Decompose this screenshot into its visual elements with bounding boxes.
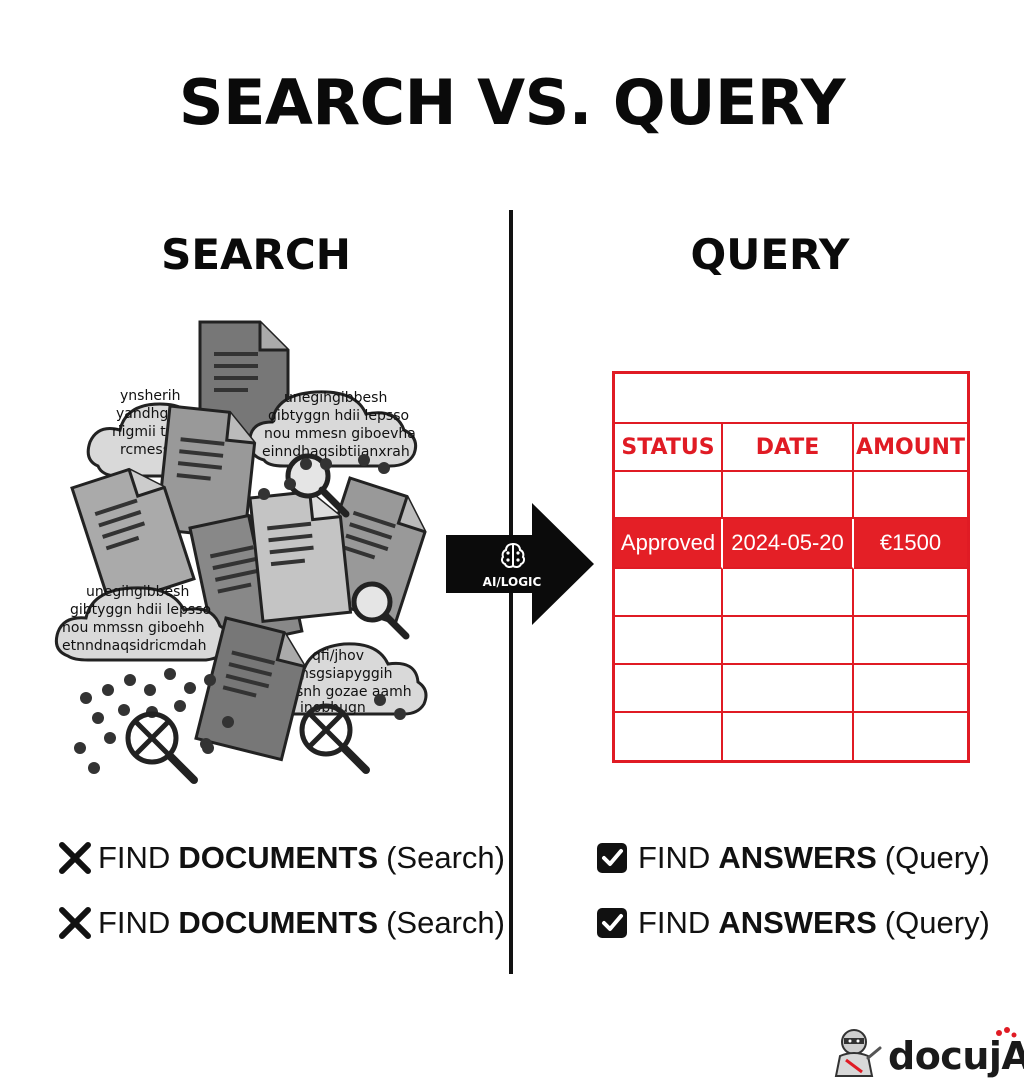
- scattered-dots: [74, 454, 406, 774]
- bullet-prefix: FIND: [98, 905, 171, 940]
- bullet-emphasis: ANSWERS: [718, 840, 877, 875]
- bullet-prefix: FIND: [638, 840, 711, 875]
- magnifier-icon: [285, 453, 350, 518]
- table-cell: [723, 569, 854, 617]
- crossed-magnifier-icon: [299, 703, 370, 774]
- cloud-3-line-3: nou mmssn giboehh: [62, 620, 205, 636]
- cloud-1-line-1: ynsherih: [120, 388, 180, 404]
- ninja-mascot-icon: [834, 1029, 882, 1077]
- brain-icon: [500, 542, 526, 569]
- checkbox-icon: [597, 843, 627, 873]
- table-cell: [854, 665, 967, 713]
- bullet-suffix: (Query): [884, 905, 990, 940]
- highlighted-cell-status: Approved: [615, 519, 723, 569]
- cloud-2-line-2: gibtyggn hdii lepsso: [268, 408, 409, 424]
- document-icon: [248, 490, 353, 623]
- table-cell: [854, 617, 967, 665]
- table-cell: [723, 472, 854, 519]
- table-cell: [615, 569, 723, 617]
- table-cell: [615, 665, 723, 713]
- column-header-amount: AMOUNT: [854, 424, 967, 472]
- bullet-prefix: FIND: [98, 840, 171, 875]
- bullet-suffix: (Search): [386, 840, 505, 875]
- cloud-4-line-3: snh gozae aamh: [296, 684, 412, 700]
- bullet-emphasis: DOCUMENTS: [178, 905, 379, 940]
- bullet-emphasis: DOCUMENTS: [178, 840, 379, 875]
- table-cell: [615, 472, 723, 519]
- table-cell: [723, 713, 854, 760]
- query-heading: QUERY: [690, 230, 850, 279]
- query-result-table: STATUS DATE AMOUNT Approved 2024-05-20 €…: [612, 371, 970, 763]
- cloud-2-line-4: einndhaqsibtiianxrah: [262, 444, 410, 460]
- search-heading: SEARCH: [161, 230, 351, 279]
- table-title-row: [615, 374, 967, 424]
- search-bullet-2: FIND DOCUMENTS (Search): [58, 905, 505, 941]
- document-icon: [155, 404, 257, 541]
- page-title: SEARCH VS. QUERY: [178, 66, 846, 139]
- cloud-4-line-1: qfi/jhov: [312, 648, 364, 664]
- table-cell: [615, 617, 723, 665]
- cloud-3-line-4: etnndnaqsidricmdah: [62, 638, 206, 654]
- text-cloud-3: unegihgibbesh gibtyggn hdii lepsso nou m…: [54, 584, 232, 662]
- x-icon: [59, 907, 91, 939]
- text-cloud-4: qfi/jhov nsgsiapyggih snh gozae aamh ino…: [277, 642, 428, 716]
- document-icon: [70, 467, 196, 608]
- x-icon: [59, 842, 91, 874]
- cloud-2-line-1: unegihgibbesh: [284, 390, 387, 406]
- table-cell: [723, 665, 854, 713]
- arrow-label: AI/LOGIC: [482, 575, 542, 589]
- search-bullet-1: FIND DOCUMENTS (Search): [58, 840, 505, 876]
- logo-accent-dots: [996, 1027, 1017, 1038]
- highlighted-cell-date: 2024-05-20: [723, 519, 854, 569]
- cloud-3-line-1: unegihgibbesh: [86, 584, 189, 600]
- magnifier-icon: [351, 581, 410, 640]
- bullet-prefix: FIND: [638, 905, 711, 940]
- checkbox-icon: [597, 908, 627, 938]
- bullet-suffix: (Query): [884, 840, 990, 875]
- search-clutter-illustration: ynsherih yandhgirn riigmii tiinv rcmess …: [54, 320, 428, 784]
- highlighted-cell-amount: €1500: [854, 519, 967, 569]
- docujai-logo: docujAI: [830, 1022, 1024, 1084]
- logo-text: docujAI: [888, 1034, 1024, 1078]
- query-bullet-1: FIND ANSWERS (Query): [596, 840, 990, 876]
- cloud-1-line-4: rcmess: [120, 442, 170, 458]
- cloud-2-line-3: nou mmesn giboevha: [264, 426, 416, 442]
- table-cell: [854, 569, 967, 617]
- ai-logic-arrow: AI/LOGIC: [446, 503, 596, 625]
- table-cell: [854, 472, 967, 519]
- column-header-status: STATUS: [615, 424, 723, 472]
- column-header-date: DATE: [723, 424, 854, 472]
- table-cell: [615, 713, 723, 760]
- bullet-suffix: (Search): [386, 905, 505, 940]
- table-cell: [723, 617, 854, 665]
- crossed-magnifier-icon: [125, 711, 198, 784]
- cloud-3-line-2: gibtyggn hdii lepsso: [70, 602, 211, 618]
- cloud-4-line-2: nsgsiapyggih: [300, 666, 393, 682]
- query-bullet-2: FIND ANSWERS (Query): [596, 905, 990, 941]
- bullet-emphasis: ANSWERS: [718, 905, 877, 940]
- table-cell: [854, 713, 967, 760]
